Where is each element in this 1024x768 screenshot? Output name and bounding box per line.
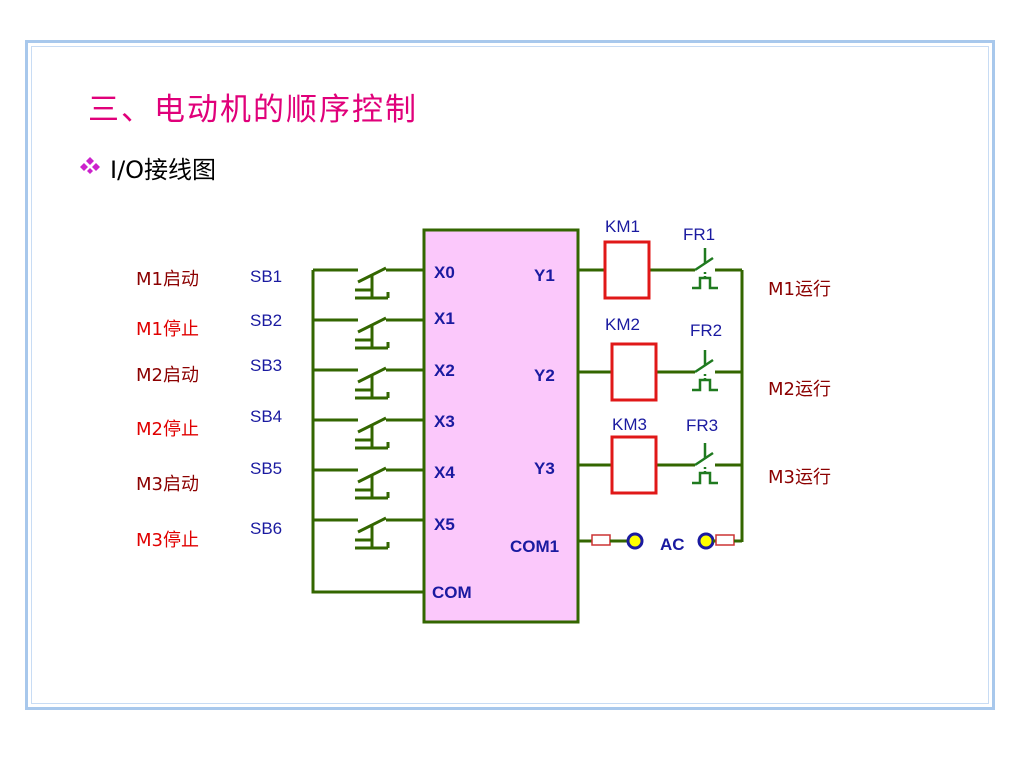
output-function-label: M1运行 (768, 279, 831, 300)
fuse-left-icon (591, 534, 611, 546)
output-terminal-label: Y3 (534, 459, 555, 478)
input-row-x0: M1启动 SB1 X0 (136, 263, 455, 300)
pushbutton-sb3-icon (355, 366, 390, 400)
diamond-bullet-icon (80, 157, 100, 174)
slide-frame-inner (31, 46, 989, 704)
input-row-x2: M2启动 SB3 X2 (136, 356, 455, 400)
coil-label: KM2 (605, 315, 640, 334)
supply-label: AC (660, 535, 685, 554)
output-function-label: M3运行 (768, 467, 831, 488)
thermal-relay-fr1-icon (692, 248, 718, 290)
contactor-coil-km3-icon (610, 435, 658, 495)
pushbutton-sb4-icon (355, 416, 390, 450)
ac-terminal-right-icon (697, 532, 715, 550)
relay-label: FR1 (683, 225, 715, 244)
input-terminal-label: X5 (434, 515, 455, 534)
input-row-x3: M2停止 SB4 X3 (136, 407, 455, 450)
thermal-relay-fr3-icon (692, 443, 718, 485)
button-label: SB5 (250, 459, 282, 478)
contactor-coil-km1-icon (603, 240, 651, 300)
output-terminal-label: Y2 (534, 366, 555, 385)
input-function-label: M1启动 (136, 269, 199, 290)
input-terminal-label: X4 (434, 463, 455, 482)
input-function-label: M3启动 (136, 474, 199, 495)
pushbutton-sb5-icon (355, 466, 390, 500)
coil-label: KM3 (612, 415, 647, 434)
input-function-label: M1停止 (136, 319, 199, 340)
button-label: SB4 (250, 407, 282, 426)
input-terminal-label: X0 (434, 263, 455, 282)
button-label: SB2 (250, 311, 282, 330)
input-row-x5: M3停止 SB6 X5 (136, 515, 455, 551)
fuse-right-icon (715, 534, 735, 546)
relay-label: FR2 (690, 321, 722, 340)
button-label: SB3 (250, 356, 282, 375)
input-function-label: M2启动 (136, 365, 199, 386)
pushbutton-sb1-icon (355, 266, 390, 300)
slide-frame-outer (25, 40, 995, 710)
ac-supply-circuit: AC (578, 532, 742, 554)
thermal-relay-fr2-icon (692, 350, 718, 392)
ac-terminal-left-icon (626, 532, 644, 550)
input-function-label: M3停止 (136, 530, 199, 551)
relay-label: FR3 (686, 416, 718, 435)
pushbutton-sb2-icon (355, 316, 390, 350)
input-bus (311, 270, 424, 594)
input-function-label: M2停止 (136, 419, 199, 440)
input-terminal-label: X2 (434, 361, 455, 380)
input-terminal-label: X1 (434, 309, 455, 328)
slide-subtitle: I/O接线图 (110, 156, 217, 184)
input-row-x4: M3启动 SB5 X4 (136, 459, 455, 500)
output-common-label: COM1 (510, 537, 559, 556)
plc-body (422, 228, 580, 624)
coil-label: KM1 (605, 217, 640, 236)
contactor-coil-km2-icon (610, 342, 658, 402)
input-row-x1: M1停止 SB2 X1 (136, 309, 455, 350)
output-function-label: M2运行 (768, 379, 831, 400)
button-label: SB6 (250, 519, 282, 538)
input-terminal-label: X3 (434, 412, 455, 431)
output-terminal-label: Y1 (534, 266, 555, 285)
button-label: SB1 (250, 267, 282, 286)
input-common-label: COM (432, 583, 472, 602)
pushbutton-sb6-icon (355, 516, 390, 550)
slide-title: 三、电动机的顺序控制 (88, 92, 418, 128)
